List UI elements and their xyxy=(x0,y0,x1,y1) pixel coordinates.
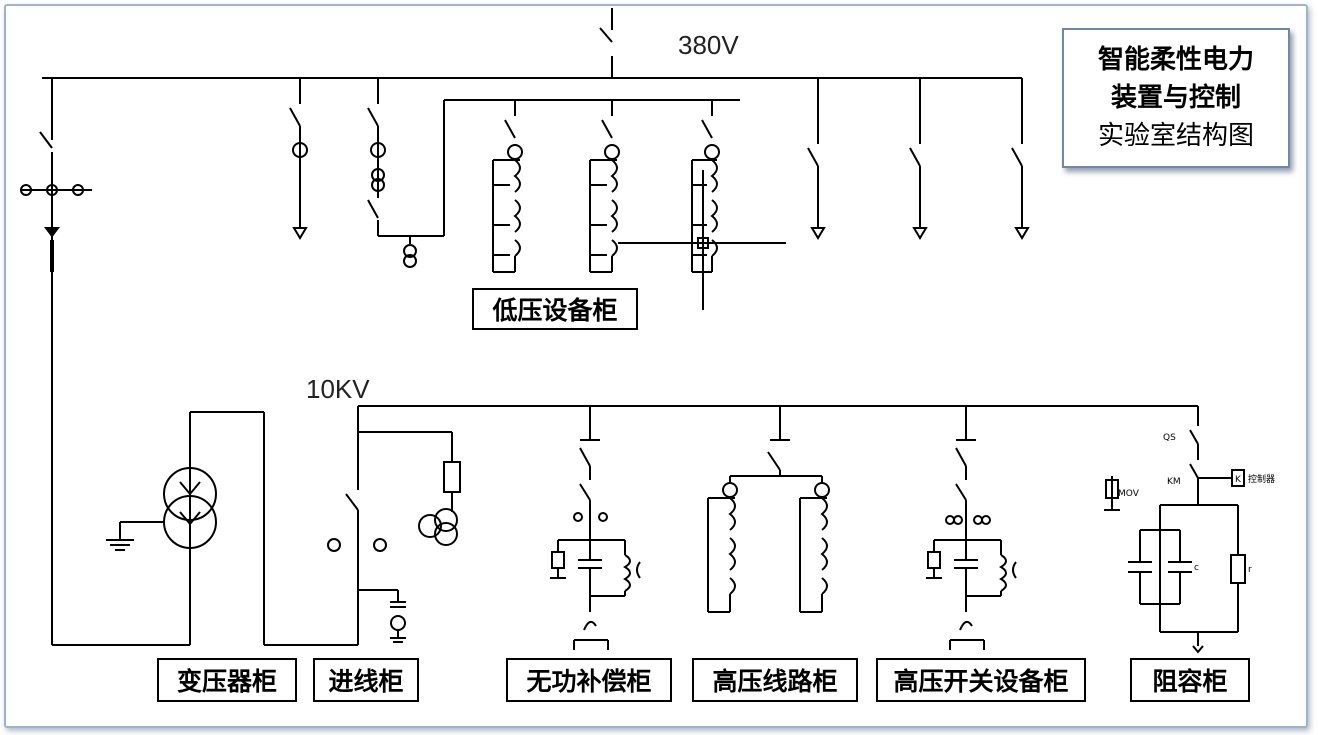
rc-cabinet-label: 阻容柜 xyxy=(1130,658,1250,702)
c-label: c xyxy=(1194,563,1199,573)
low-voltage-cabinet-label: 低压设备柜 xyxy=(472,288,638,330)
lv-ladder-2 xyxy=(589,100,786,273)
reactive-compensation xyxy=(550,406,641,650)
qs-label: QS xyxy=(1163,433,1176,443)
voltage-10kv-label: 10KV xyxy=(306,374,370,404)
hv-line-circuit xyxy=(707,406,830,613)
incoming-cabinet-label: 进线柜 xyxy=(313,658,419,702)
voltage-380v-label: 380V xyxy=(678,30,739,60)
lv-feeder-1 xyxy=(289,78,308,240)
km-label: KM xyxy=(1167,477,1181,487)
hv-switch-cabinet-label: 高压开关设备柜 xyxy=(876,658,1086,702)
r-label: r xyxy=(1248,565,1252,575)
lv-feeder-2 xyxy=(367,78,445,268)
reactive-compensation-cabinet-label: 无功补偿柜 xyxy=(506,658,672,702)
title-line-3: 实验室结构图 xyxy=(1097,121,1254,151)
transformer-cabinet-label: 变压器柜 xyxy=(157,658,297,702)
k-label: K xyxy=(1235,475,1242,485)
hv-switch-circuit xyxy=(926,406,1017,650)
title-line-1: 智能柔性电力 xyxy=(1097,45,1254,75)
transformer xyxy=(106,411,358,646)
left-feeder xyxy=(20,78,190,646)
hv-line-cabinet-label: 高压线路柜 xyxy=(692,658,858,702)
title-line-2: 装置与控制 xyxy=(1110,83,1241,113)
mov-label: MOV xyxy=(1118,489,1140,499)
low-voltage-bus xyxy=(42,8,1022,101)
lv-ladder-3 xyxy=(691,100,720,310)
lv-right-feeders xyxy=(807,78,1030,240)
lv-ladder-1 xyxy=(492,100,523,273)
title-box: 智能柔性电力 装置与控制 实验室结构图 xyxy=(1062,28,1290,168)
incoming-circuit xyxy=(327,406,461,645)
controller-label: 控制器 xyxy=(1248,473,1275,485)
rc-circuit xyxy=(1104,406,1246,654)
